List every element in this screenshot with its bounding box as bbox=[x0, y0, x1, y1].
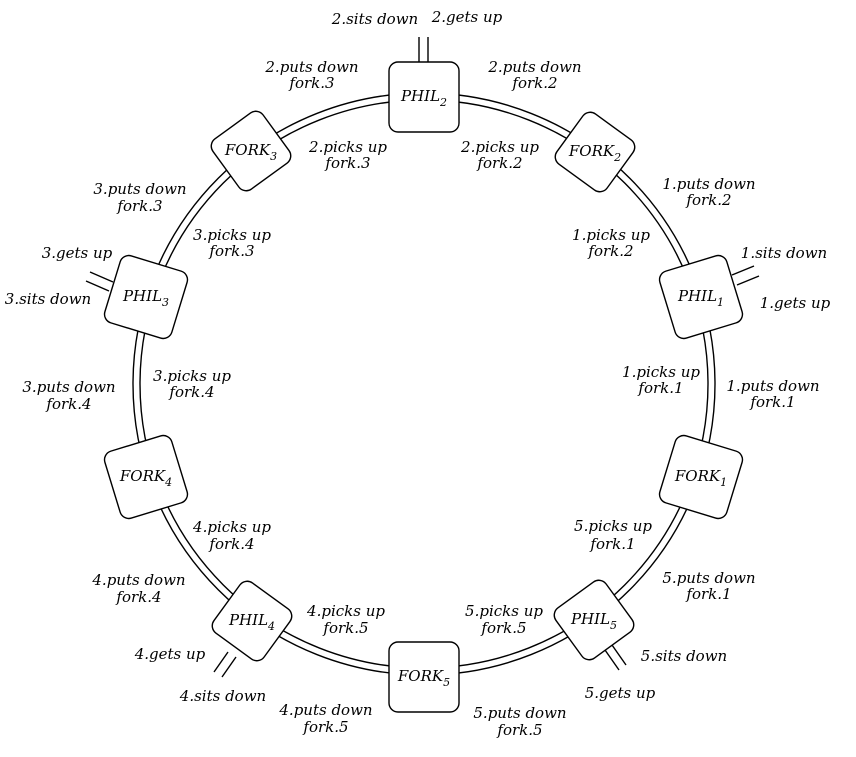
node-phil-1: PHIL1 bbox=[658, 254, 744, 340]
svg-text:FORK5: FORK5 bbox=[397, 667, 450, 689]
svg-text:FORK1: FORK1 bbox=[674, 467, 727, 489]
label-5-sits-down: 5.sits down bbox=[641, 647, 727, 665]
phil-5-stubs bbox=[604, 644, 627, 671]
node-fork-2: FORK2 bbox=[554, 111, 636, 193]
svg-text:FORK3: FORK3 bbox=[224, 141, 277, 163]
phil-1-stubs bbox=[731, 265, 760, 286]
svg-text:PHIL5: PHIL5 bbox=[570, 610, 617, 632]
svg-text:FORK2: FORK2 bbox=[568, 142, 621, 164]
svg-text:PHIL1: PHIL1 bbox=[677, 287, 724, 309]
node-fork-4: FORK4 bbox=[103, 434, 189, 520]
svg-text:PHIL4: PHIL4 bbox=[228, 611, 275, 633]
label-4-gets-up: 4.gets up bbox=[134, 645, 206, 663]
label-4-sits-down: 4.sits down bbox=[179, 687, 266, 705]
node-fork-5: FORK5 bbox=[388, 641, 460, 713]
svg-text:FORK4: FORK4 bbox=[119, 467, 172, 489]
node-phil-2: PHIL2 bbox=[388, 61, 460, 133]
label-1-sits-down: 1.sits down bbox=[741, 244, 827, 262]
label-1-gets-up: 1.gets up bbox=[760, 294, 831, 312]
phil-3-stubs bbox=[85, 271, 114, 292]
node-fork-3: FORK3 bbox=[210, 110, 292, 192]
label-2-gets-up: 2.gets up bbox=[431, 8, 503, 26]
node-phil-3: PHIL3 bbox=[103, 254, 189, 340]
label-5-gets-up: 5.gets up bbox=[585, 684, 656, 702]
node-phil-4: PHIL4 bbox=[211, 580, 293, 662]
node-fork-1: FORK1 bbox=[658, 434, 744, 520]
phil-2-stubs bbox=[418, 37, 429, 62]
svg-text:PHIL3: PHIL3 bbox=[122, 287, 169, 309]
label-3-sits-down: 3.sits down bbox=[5, 290, 91, 308]
phil-4-stubs bbox=[213, 651, 237, 678]
svg-text:PHIL2: PHIL2 bbox=[400, 87, 447, 109]
label-3-gets-up: 3.gets up bbox=[42, 244, 113, 262]
node-phil-5: PHIL5 bbox=[553, 579, 635, 661]
label-2-sits-down: 2.sits down bbox=[331, 10, 418, 28]
